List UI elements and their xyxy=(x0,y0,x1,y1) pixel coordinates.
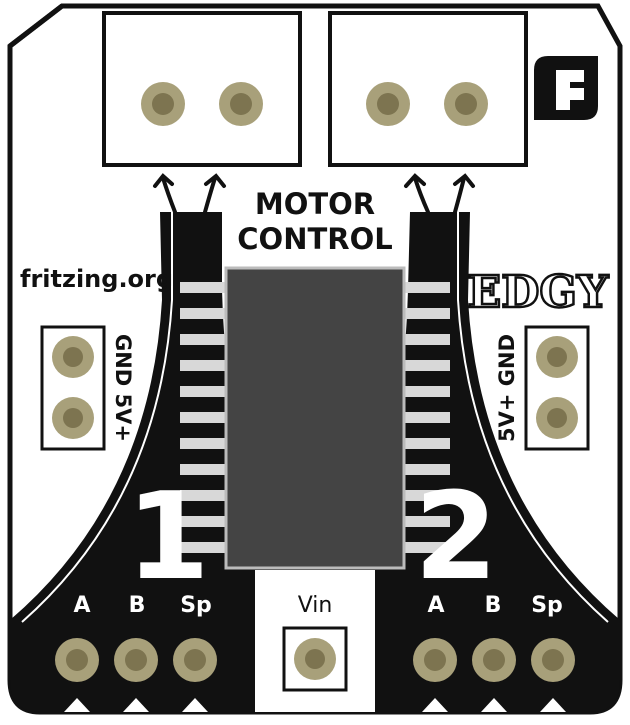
title-line-2: CONTROL xyxy=(237,222,392,256)
pin-label-b-right: B xyxy=(485,593,502,618)
motor-connector-1 xyxy=(102,11,302,167)
motor-pad[interactable] xyxy=(366,82,410,126)
pin-label-sp-right: Sp xyxy=(531,593,563,618)
pin-pad-b-left[interactable] xyxy=(114,638,158,682)
channel-2-number: 2 xyxy=(414,468,498,607)
website-label: fritzing.org xyxy=(20,265,173,293)
channel-1-number: 1 xyxy=(126,468,210,607)
motor-pad[interactable] xyxy=(141,82,185,126)
power-right-label: 5V+ GND xyxy=(495,334,519,442)
power-pad[interactable] xyxy=(536,397,578,439)
pin-pad-sp-left[interactable] xyxy=(173,638,217,682)
chip-pins-left xyxy=(180,282,228,553)
power-pad[interactable] xyxy=(536,336,578,378)
brand-label: EDGY xyxy=(468,267,609,318)
arrow-icon xyxy=(153,173,475,214)
power-pad[interactable] xyxy=(52,397,94,439)
motor-pad[interactable] xyxy=(444,82,488,126)
power-left-label: GND 5V+ xyxy=(111,334,135,442)
title-line-1: MOTOR xyxy=(255,187,375,221)
pin-pad-a-left[interactable] xyxy=(55,638,99,682)
top-notch xyxy=(8,4,64,48)
chip-pins-right xyxy=(402,282,450,553)
vin-label: Vin xyxy=(298,593,333,618)
pin-label-a-left: A xyxy=(73,593,90,618)
vin-pad[interactable] xyxy=(294,638,336,680)
pin-pad-b-right[interactable] xyxy=(472,638,516,682)
driver-chip xyxy=(224,266,406,570)
pin-label-b-left: B xyxy=(129,593,146,618)
power-pad[interactable] xyxy=(52,336,94,378)
power-header-right xyxy=(524,325,590,451)
motor-connector-2 xyxy=(328,11,528,167)
pin-pad-a-right[interactable] xyxy=(413,638,457,682)
edge-marker-icon xyxy=(64,698,566,712)
fritzing-logo-icon xyxy=(534,56,598,120)
pin-label-sp-left: Sp xyxy=(180,593,212,618)
left-sweep-edge xyxy=(21,212,173,623)
right-sweep-edge xyxy=(457,212,609,623)
power-header-left xyxy=(40,325,106,451)
pin-label-a-right: A xyxy=(427,593,444,618)
motor-pad[interactable] xyxy=(219,82,263,126)
pin-pad-sp-right[interactable] xyxy=(531,638,575,682)
